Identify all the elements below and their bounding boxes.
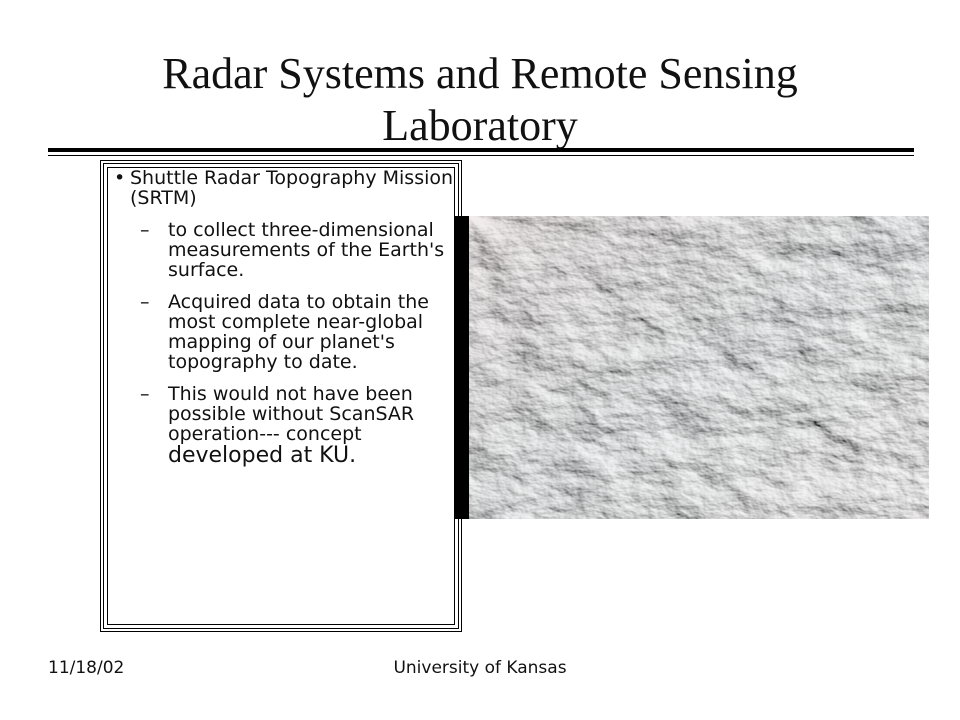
title-rule-thick bbox=[48, 148, 914, 152]
sub-bullet-text: Acquired data to obtain the most complet… bbox=[168, 291, 429, 373]
sub-bullet-marker: – bbox=[140, 383, 150, 405]
sub-bullet-marker: – bbox=[140, 219, 150, 241]
footer-date: 11/18/02 bbox=[48, 658, 125, 678]
footer-organization: University of Kansas bbox=[393, 658, 567, 678]
sub-bullet-1: – to collect three-dimensional measureme… bbox=[112, 220, 458, 280]
terrain-tint bbox=[469, 216, 929, 519]
bullet-item-srtm: • Shuttle Radar Topography Mission (SRTM… bbox=[112, 168, 458, 208]
bullet-text: Shuttle Radar Topography Mission (SRTM) bbox=[130, 167, 454, 209]
slide-title: Radar Systems and Remote Sensing Laborat… bbox=[162, 49, 798, 150]
srtm-topography-image bbox=[469, 216, 929, 519]
sub-bullet-text: to collect three-dimensional measurement… bbox=[168, 219, 445, 281]
sub-bullet-text-large: developed at KU. bbox=[168, 443, 357, 468]
title-rule-thin bbox=[48, 155, 914, 156]
sub-bullet-3: – This would not have been possible with… bbox=[112, 384, 458, 468]
srtm-image-frame bbox=[455, 216, 929, 519]
sub-bullet-text-small: This would not have been possible withou… bbox=[168, 383, 415, 445]
content-text-box bbox=[100, 160, 462, 632]
bullet-list: • Shuttle Radar Topography Mission (SRTM… bbox=[112, 168, 458, 480]
bullet-marker: • bbox=[114, 167, 126, 189]
sub-bullet-marker: – bbox=[140, 291, 150, 313]
sub-bullet-2: – Acquired data to obtain the most compl… bbox=[112, 292, 458, 372]
